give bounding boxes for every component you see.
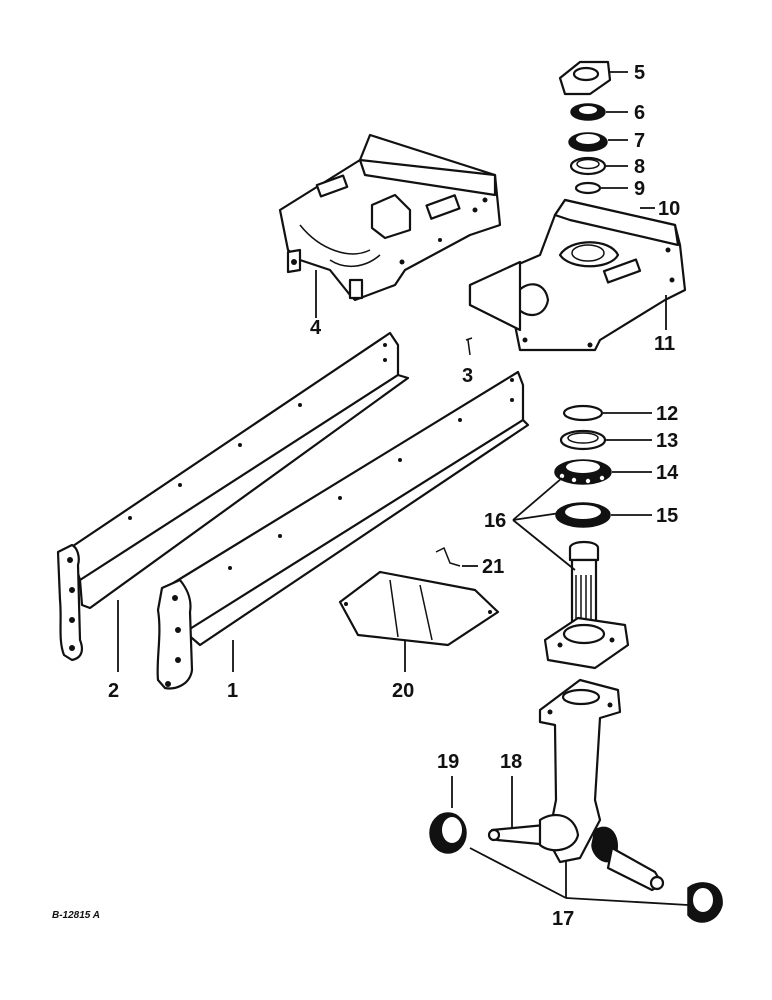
part-7-bearing <box>568 132 628 152</box>
callout-12: 12 <box>656 403 678 425</box>
part-spindle-post <box>543 540 630 670</box>
callout-19: 19 <box>437 751 459 773</box>
part-13-cup <box>559 429 652 451</box>
part-3-pin <box>465 337 473 356</box>
callout-6: 6 <box>634 102 645 124</box>
callout-1: 1 <box>227 680 238 702</box>
part-2-side-rail <box>56 331 410 672</box>
part-8-cup <box>569 156 628 176</box>
callout-9: 9 <box>634 178 645 200</box>
callout-15: 15 <box>656 505 678 527</box>
part-12-ring <box>562 404 652 422</box>
leaders-16 <box>512 477 576 571</box>
callout-11: 11 <box>654 333 675 355</box>
callout-21: 21 <box>482 556 504 578</box>
part-20-plate <box>338 570 500 672</box>
drawing-code: B-12815 A <box>52 910 100 921</box>
part-1-side-rail <box>156 370 530 690</box>
callout-4: 4 <box>310 317 322 339</box>
part-5-cap <box>558 60 628 96</box>
part-15-seal <box>555 502 652 528</box>
callout-10: 10 <box>658 198 680 220</box>
callout-2: 2 <box>108 680 119 702</box>
callout-16: 16 <box>484 510 506 532</box>
callout-18: 18 <box>500 751 522 773</box>
callout-14: 14 <box>656 462 679 484</box>
part-21-clip <box>435 546 478 567</box>
callout-20: 20 <box>392 680 414 702</box>
part-14-bearing-cone <box>554 459 652 485</box>
callout-3: 3 <box>462 365 473 387</box>
callout-17: 17 <box>552 908 574 930</box>
callout-7: 7 <box>634 130 645 152</box>
part-11-steering-housing <box>468 198 687 352</box>
callout-8: 8 <box>634 156 645 178</box>
callout-5: 5 <box>634 62 645 84</box>
part-4-housing-bracket <box>278 133 502 318</box>
part-6-seal <box>570 103 628 121</box>
part-17-steering-knuckle <box>429 678 723 923</box>
part-9-ring <box>574 181 628 195</box>
callout-13: 13 <box>656 430 678 452</box>
